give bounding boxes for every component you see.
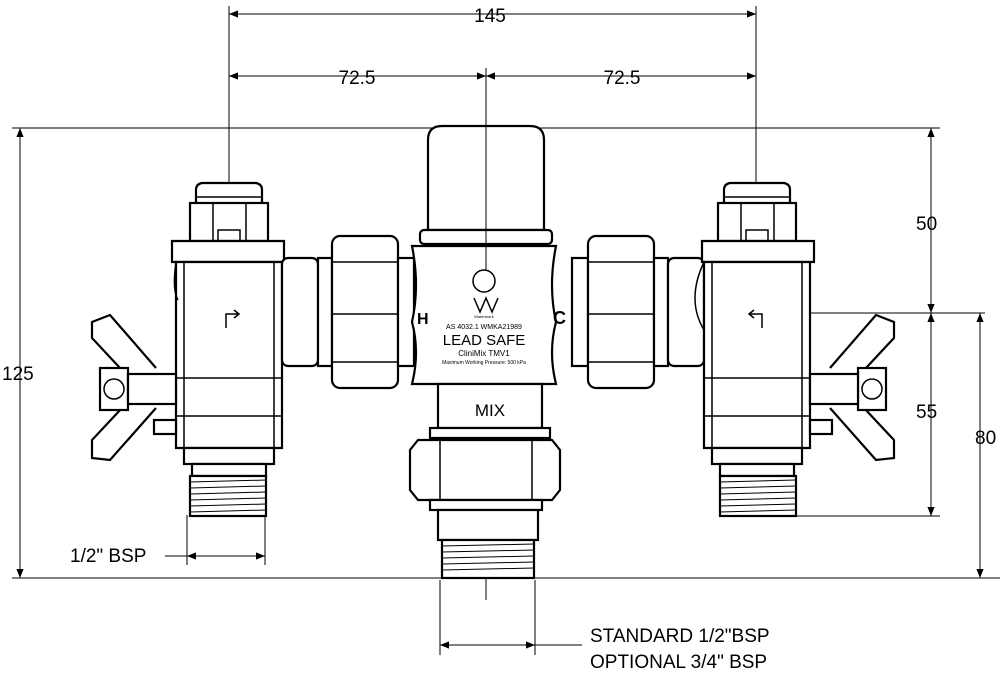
watermark-logo-icon xyxy=(472,269,499,314)
mix-outlet-mark: MIX xyxy=(475,401,505,420)
right-isolation-valve xyxy=(694,181,896,518)
standard-marking: AS 4032.1 WMKA21989 xyxy=(446,324,522,331)
logo-caption: Watermark xyxy=(474,314,493,319)
dim-overall-width: 145 xyxy=(474,6,506,27)
dim-top-height: 50 xyxy=(916,214,937,235)
right-connector xyxy=(570,234,706,390)
dim-half-right: 72.5 xyxy=(604,68,641,89)
left-connector xyxy=(280,234,416,390)
callout-outlet-standard: STANDARD 1/2"BSP xyxy=(590,626,770,647)
pressure-marking: Maximum Working Pressure: 500 kPa xyxy=(442,360,526,366)
dim-lower-height: 55 xyxy=(916,402,937,423)
callout-outlet-optional: OPTIONAL 3/4" BSP xyxy=(590,652,767,673)
dim-overall-height: 125 xyxy=(2,364,34,385)
dim-half-left: 72.5 xyxy=(339,68,376,89)
hot-inlet-mark: H xyxy=(417,311,429,328)
callout-inlet-thread: 1/2" BSP xyxy=(70,546,146,567)
left-isolation-valve xyxy=(90,181,292,518)
model-marking: CliniMix TMV1 xyxy=(458,349,510,358)
flow-arrow-out-icon xyxy=(747,309,763,328)
cold-inlet-mark: C xyxy=(553,308,566,328)
brand-marking: LEAD SAFE xyxy=(443,332,526,349)
flow-arrow-in-icon xyxy=(225,309,241,328)
dim-side-height: 80 xyxy=(975,428,996,449)
